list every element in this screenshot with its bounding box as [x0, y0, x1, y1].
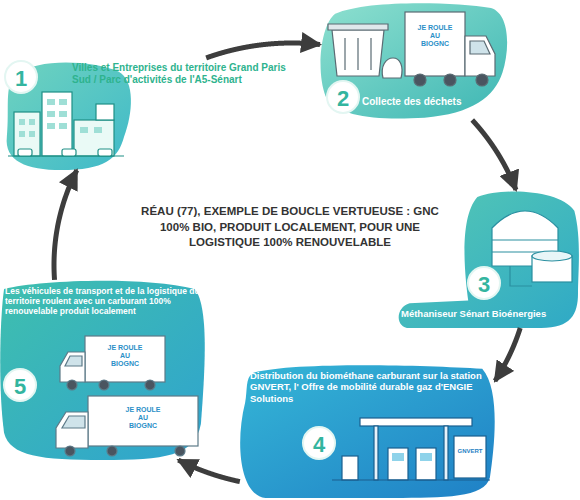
window	[19, 119, 25, 125]
wheel	[145, 380, 155, 390]
city-illustration	[8, 92, 124, 156]
wheel	[444, 74, 456, 86]
window	[47, 123, 55, 129]
truck-cab	[465, 36, 495, 76]
ground-line	[332, 479, 490, 480]
wheel	[476, 74, 488, 86]
waste-container	[332, 30, 384, 76]
dispenser	[342, 456, 358, 480]
step-description: Les véhicules de transport et de la logi…	[5, 286, 203, 317]
window	[94, 127, 102, 133]
step-node: 2Collecte des déchets	[320, 2, 510, 120]
canopy-pillar	[444, 426, 448, 480]
truck-window	[62, 416, 85, 428]
container-lid	[328, 24, 388, 30]
car	[98, 149, 112, 156]
trucks-illustration	[56, 336, 198, 456]
ground-line	[8, 155, 124, 156]
station-illustration	[332, 418, 490, 480]
digester-illustration	[492, 211, 572, 286]
building	[42, 92, 72, 156]
wheel	[99, 380, 109, 390]
step-description: Méthaniseur Sénart Bioénergies	[401, 308, 577, 319]
truck-body	[405, 12, 465, 76]
cycle-arrow	[178, 460, 239, 482]
step-node: 5 Les véhicules de transport et de la log…	[0, 280, 205, 460]
window	[29, 119, 35, 125]
truck-window	[65, 356, 82, 366]
waste-bag	[382, 58, 402, 78]
gas-pump	[416, 448, 436, 480]
canopy-pillar	[374, 426, 378, 480]
wheel	[175, 446, 185, 456]
wheel	[414, 74, 426, 86]
window	[19, 131, 25, 137]
car	[62, 149, 76, 156]
step-number: 3	[467, 266, 501, 300]
cycle-arrow	[472, 120, 516, 190]
step-node: 1 Villes et Entreprises du territoire Gra…	[4, 58, 290, 170]
window	[47, 99, 55, 105]
step-description: Collecte des déchets	[362, 96, 502, 108]
cycle-arrow	[495, 328, 520, 381]
station-canopy	[360, 418, 472, 426]
blob-fill	[240, 365, 495, 498]
wheel	[67, 380, 77, 390]
gas-pump	[388, 448, 408, 480]
car	[18, 149, 32, 156]
pump-screen	[392, 453, 404, 461]
blob-fill	[0, 281, 205, 460]
diagram-title: RÉAU (77), EXEMPLE DE BOUCLE VERTUEUSE :…	[138, 204, 442, 251]
step-number: 1	[4, 60, 38, 94]
window	[29, 131, 35, 137]
window	[59, 111, 67, 117]
wheel	[107, 446, 117, 456]
truck-window	[470, 41, 490, 54]
collection-illustration	[328, 12, 495, 86]
step-number: 2	[326, 80, 360, 114]
building	[74, 120, 114, 156]
pump-screen	[420, 453, 432, 461]
wheel	[65, 446, 75, 456]
window	[80, 127, 88, 133]
storage-tank	[532, 256, 572, 282]
window	[47, 111, 55, 117]
tank-top	[532, 251, 572, 261]
step-number: 4	[302, 426, 336, 460]
truck-cab	[56, 412, 88, 448]
cycle-arrow	[206, 43, 320, 58]
step-description: Distribution du biométhane carburant sur…	[250, 370, 490, 404]
building	[14, 112, 40, 156]
building	[96, 104, 114, 120]
truck-cab	[60, 352, 85, 382]
truck-body	[85, 336, 165, 382]
step-number: 5	[3, 368, 37, 402]
step-description: Villes et Entreprises du territoire Gran…	[72, 62, 287, 86]
station-sign	[454, 436, 486, 478]
container-rib	[344, 38, 345, 70]
dome-band	[492, 239, 558, 240]
digester-dome	[492, 211, 558, 266]
pipe	[510, 266, 532, 286]
container-rib	[370, 38, 371, 70]
step-node: 4 Distribution du biométhane carburant su…	[240, 362, 495, 498]
window	[59, 99, 67, 105]
window	[59, 123, 67, 129]
truck-trailer	[88, 396, 198, 446]
container-rib	[357, 38, 358, 70]
dome-band	[492, 251, 558, 252]
cycle-arrow	[54, 170, 77, 280]
blob-fill	[321, 3, 508, 118]
